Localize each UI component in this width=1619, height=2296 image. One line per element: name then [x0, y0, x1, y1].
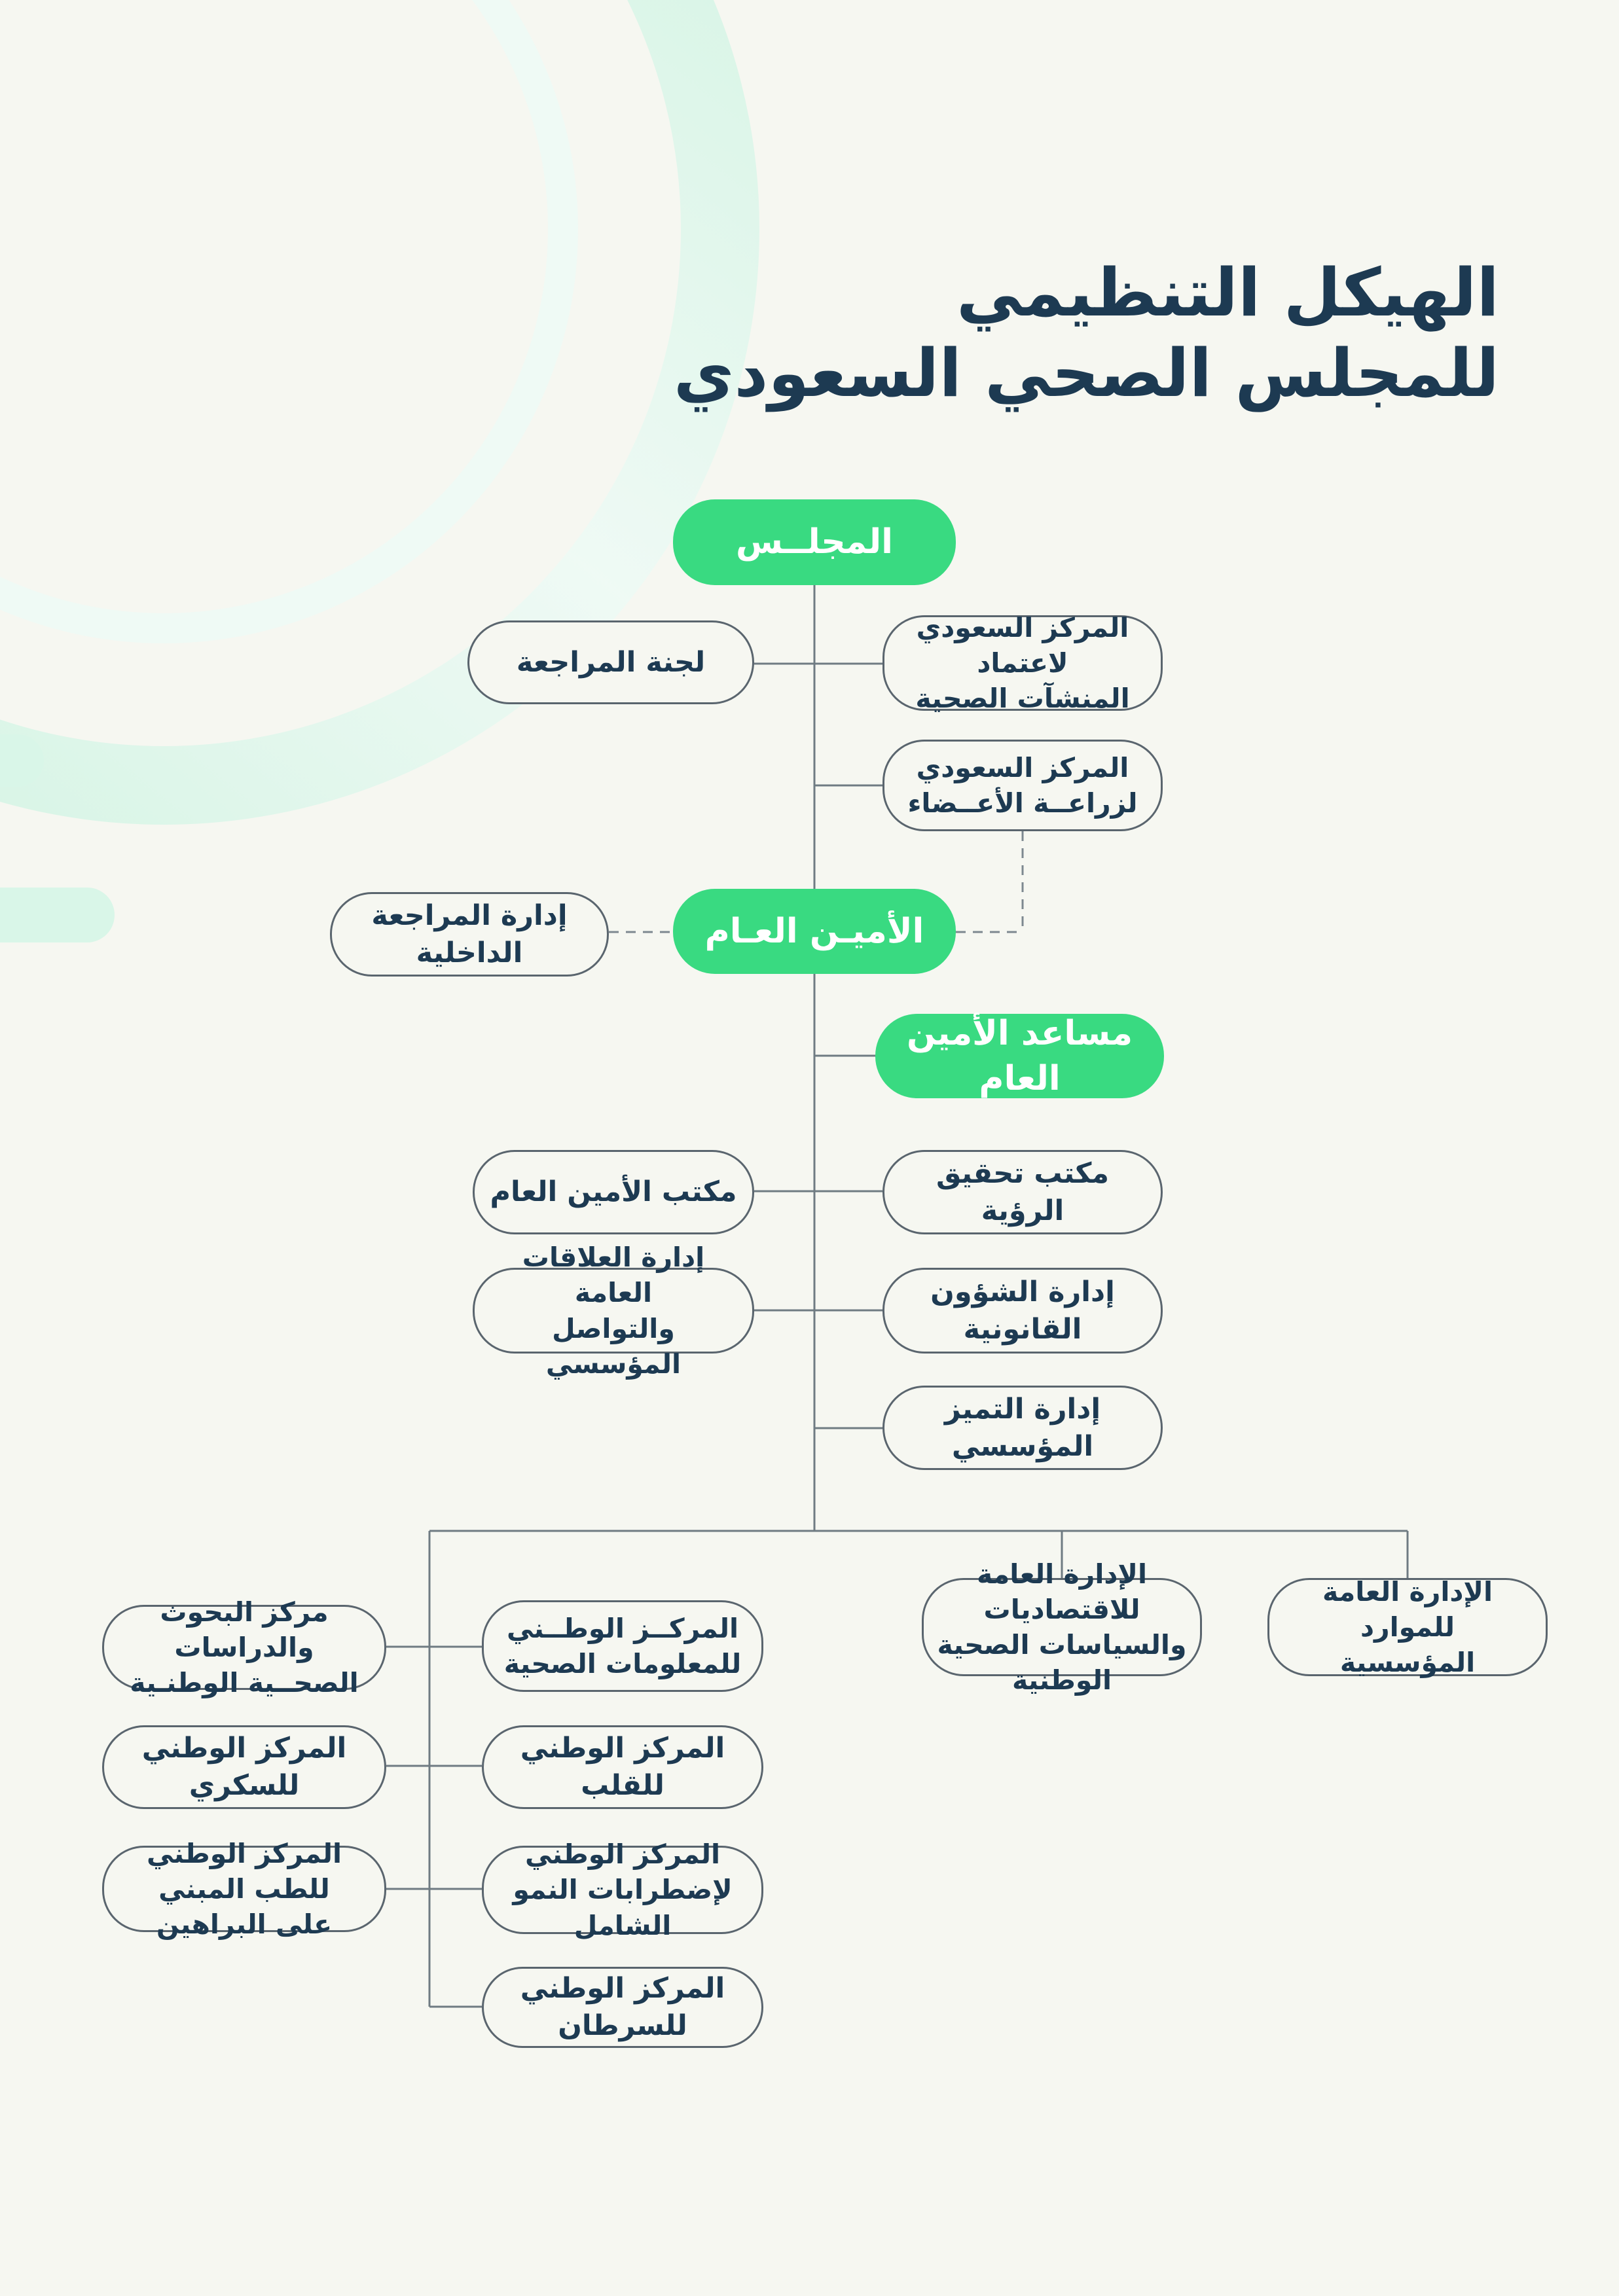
org-node-label: المجلــس — [736, 522, 893, 562]
org-node-label: المركز الوطني للسكري — [141, 1732, 347, 1802]
org-node-label: على البراهين — [156, 1909, 333, 1941]
org-node-label: المنشآت الصحية — [915, 683, 1130, 715]
org-node-legal-affairs: إدارة الشؤون القانونية — [882, 1268, 1163, 1354]
org-node-label: والتواصل المؤسسي — [545, 1312, 682, 1380]
org-node-label: مركز البحوث والدراسات — [160, 1596, 329, 1663]
org-node-accreditation-center: المركز السعودي لاعتماد المنشآت الصحية — [882, 612, 1163, 714]
org-node-cancer-center: المركز الوطني للسرطان — [482, 1967, 763, 2048]
org-node-label: لزراعــة الأعــضاء — [907, 787, 1138, 819]
org-node-label: المركز السعودي لاعتماد — [916, 611, 1129, 679]
org-node-institutional-excellence: إدارة التميز المؤسسي — [882, 1386, 1163, 1470]
org-node-label: المركز الوطني — [524, 1839, 721, 1871]
org-node-label: للمعلومات الصحية — [503, 1648, 742, 1679]
org-node-assistant-secretary-general: مساعد الأمين العام — [875, 1014, 1164, 1098]
org-node-label: المركز الوطني للسرطان — [520, 1972, 725, 2042]
org-node-audit-committee: لجنة المراجعة — [467, 620, 754, 704]
org-node-sg-office: مكتب الأمين العام — [473, 1150, 754, 1234]
org-node-label: الإدارة العامة للموارد — [1322, 1575, 1493, 1643]
org-node-label: المركز السعودي — [916, 751, 1129, 783]
org-node-health-info-center: المركــز الوطــني للمعلومات الصحية — [482, 1600, 763, 1692]
page-title: الهيكل التنظيمي للمجلس الصحي السعودي — [674, 253, 1499, 414]
org-node-label: إدارة المراجعة الداخلية — [371, 899, 568, 969]
org-node-diabetes-center: المركز الوطني للسكري — [102, 1725, 386, 1809]
org-node-label: المؤسسية — [1339, 1647, 1476, 1679]
org-node-evidence-based-medicine-center: المركز الوطني للطب المبني على البراهين — [102, 1838, 386, 1940]
org-node-vision-office: مكتب تحقيق الرؤية — [882, 1150, 1163, 1234]
org-node-label: لإضطرابات النمو الشامل — [513, 1874, 733, 1941]
org-node-secretary-general: الأميـن العـام — [673, 889, 956, 974]
org-node-internal-audit: إدارة المراجعة الداخلية — [330, 892, 609, 977]
page-title-line2: للمجلس الصحي السعودي — [673, 334, 1499, 412]
decor-large-ring-icon — [0, 0, 759, 825]
org-node-institutional-resources: الإدارة العامة للموارد المؤسسية — [1267, 1576, 1548, 1678]
org-node-label: مكتب الأمين العام — [490, 1175, 737, 1209]
org-node-label: إدارة العلاقات العامة — [522, 1242, 705, 1309]
org-node-organ-transplant-center: المركز السعودي لزراعــة الأعــضاء — [882, 740, 1163, 831]
org-node-label: الأميـن العـام — [704, 911, 924, 951]
org-node-label: والسياسات الصحية الوطنية — [937, 1629, 1187, 1696]
org-node-council: المجلــس — [673, 499, 956, 585]
decor-pill-small-icon — [0, 734, 44, 787]
org-node-label: إدارة الشؤون القانونية — [930, 1275, 1115, 1346]
org-node-label: مساعد الأمين العام — [906, 1013, 1133, 1098]
org-node-label: الصحــية الوطنـية — [130, 1667, 359, 1699]
org-node-label: إدارة التميز المؤسسي — [944, 1392, 1101, 1463]
org-node-label: المركز الوطني للطب المبني — [146, 1837, 342, 1905]
org-node-heart-center: المركز الوطني للقلب — [482, 1725, 763, 1809]
decor-inner-ring-icon — [0, 0, 578, 643]
org-node-label: لجنة المراجعة — [516, 645, 706, 679]
org-node-label: الإدارة العامة للاقتصاديات — [977, 1558, 1147, 1625]
org-node-research-studies-center: مركز البحوث والدراسات الصحــية الوطنـية — [102, 1596, 386, 1698]
org-node-label: مكتب تحقيق الرؤية — [936, 1157, 1110, 1227]
org-node-label: المركــز الوطــني — [506, 1612, 739, 1644]
org-node-label: المركز الوطني للقلب — [520, 1732, 725, 1802]
decor-pill-large-icon — [0, 888, 115, 942]
page-title-line1: الهيكل التنظيمي — [956, 253, 1499, 331]
